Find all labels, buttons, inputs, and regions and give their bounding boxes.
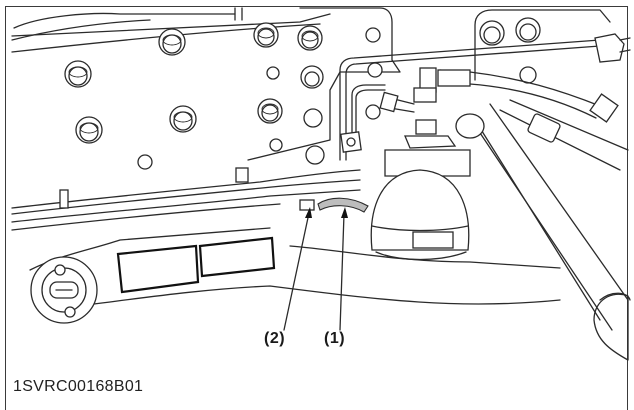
callout-1: (1) [324,330,346,347]
clamp-2 [299,199,315,211]
tee-fitting [379,67,619,149]
right-plate [474,9,611,81]
lower-link [29,167,561,324]
hose-1 [317,197,369,213]
leader-lines [283,207,348,331]
figure-frame [5,6,628,410]
suspension-arm [455,99,631,361]
callout-2: (2) [264,330,286,347]
accumulator [370,149,471,261]
bolts [64,17,541,170]
figure-id-caption: 1SVRC00168B01 [13,378,144,395]
mounting-plate [247,7,401,161]
